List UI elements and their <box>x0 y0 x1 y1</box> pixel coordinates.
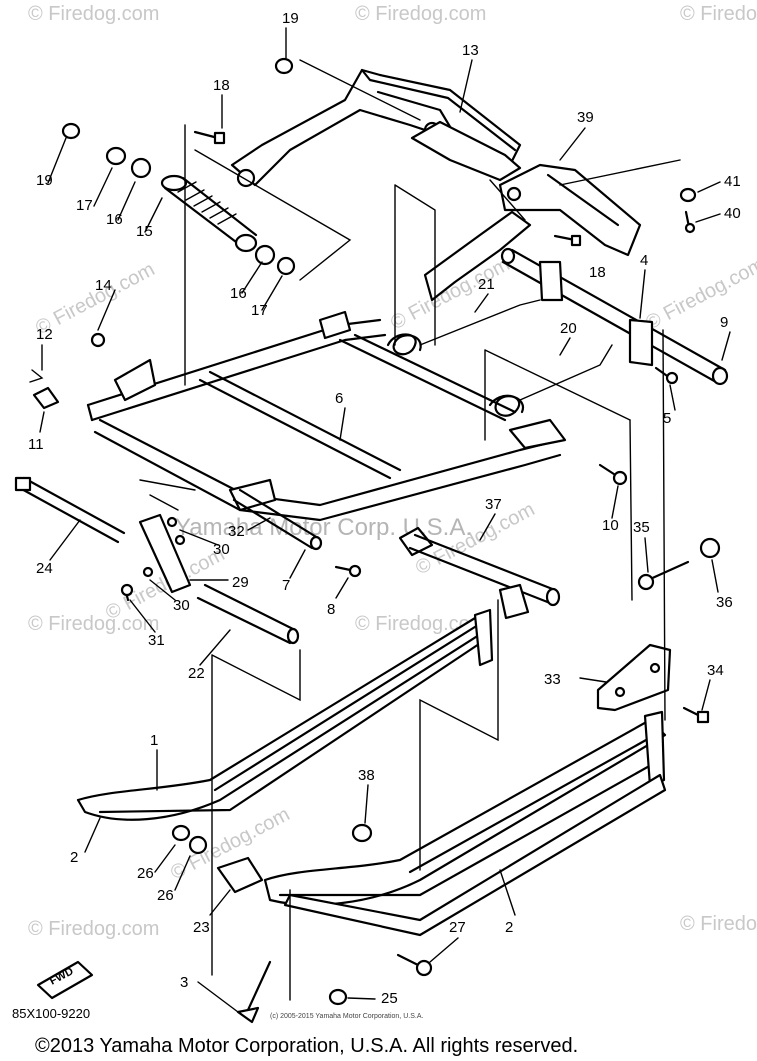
callout-20: 20 <box>560 320 577 337</box>
nuts-26 <box>171 824 208 855</box>
bolts-misc <box>90 332 679 602</box>
callout-16: 16 <box>230 285 247 302</box>
tube-22 <box>196 583 300 645</box>
callout-26: 26 <box>157 887 174 904</box>
upper-arm-13 <box>230 68 522 188</box>
callout-16: 16 <box>106 211 123 228</box>
callout-36: 36 <box>716 594 733 611</box>
small-copyright: (c) 2005-2015 Yamaha Motor Corporation, … <box>270 1013 423 1020</box>
callout-14: 14 <box>95 277 112 294</box>
callout-4: 4 <box>640 252 648 269</box>
callout-41: 41 <box>724 173 741 190</box>
shaft-9 <box>500 247 729 386</box>
callout-11: 11 <box>28 436 44 453</box>
callout-13: 13 <box>462 42 479 59</box>
shaft-7 <box>232 488 323 551</box>
callout-18: 18 <box>213 77 230 94</box>
callout-23: 23 <box>193 919 210 936</box>
slide-rail-left <box>76 608 494 821</box>
main-frame-6 <box>86 310 567 522</box>
callout-17: 17 <box>76 197 93 214</box>
callout-9: 9 <box>720 314 728 331</box>
watermark-firedog: © Firedog.com <box>680 3 757 25</box>
bolt-34 <box>682 706 710 724</box>
screw-3 <box>236 960 272 1024</box>
nut-36 <box>699 537 721 559</box>
callout-27: 27 <box>449 919 466 936</box>
callout-18: 18 <box>589 264 606 281</box>
bumper-23 <box>216 856 264 894</box>
watermark-firedog: © Firedog.com <box>680 913 757 935</box>
nut-38 <box>351 823 373 843</box>
callout-31: 31 <box>148 632 165 649</box>
callout-19: 19 <box>36 172 53 189</box>
clip-12 <box>29 369 44 383</box>
callout-3: 3 <box>180 974 188 991</box>
callout-33: 33 <box>544 671 561 688</box>
callout-6: 6 <box>335 390 343 407</box>
callout-10: 10 <box>602 517 619 534</box>
callout-40: 40 <box>724 205 741 222</box>
watermark-firedog: © Firedog.com <box>28 918 159 940</box>
bolt-40-41 <box>679 187 697 234</box>
watermark-firedog: © Firedog.com <box>355 613 486 635</box>
diagram-code: 85X100-9220 <box>12 1006 90 1021</box>
callout-2: 2 <box>505 919 513 936</box>
leader-lines <box>139 59 681 1001</box>
watermark-firedog: © Firedog.com <box>28 3 159 25</box>
bracket-29 <box>138 513 192 594</box>
callout-15: 15 <box>136 223 153 240</box>
callout-38: 38 <box>358 767 375 784</box>
callout-24: 24 <box>36 560 53 577</box>
callout-leaders <box>39 27 731 1013</box>
callout-7: 7 <box>282 577 290 594</box>
fwd-badge: FWD <box>36 960 94 1000</box>
springs <box>386 299 613 417</box>
nut-25 <box>328 988 348 1006</box>
callout-19: 19 <box>282 10 299 27</box>
bolts-18 <box>193 130 582 247</box>
callout-30: 30 <box>173 597 190 614</box>
callout-39: 39 <box>577 109 594 126</box>
callout-34: 34 <box>707 662 724 679</box>
footer-copyright: ©2013 Yamaha Motor Corporation, U.S.A. A… <box>35 1035 578 1057</box>
callout-2: 2 <box>70 849 78 866</box>
bushings <box>61 57 296 276</box>
callout-35: 35 <box>633 519 650 536</box>
bracket-33 <box>596 643 672 712</box>
callout-32: 32 <box>228 523 245 540</box>
callout-26: 26 <box>137 865 154 882</box>
watermark-firedog: © Firedog.com <box>28 613 159 635</box>
callout-21: 21 <box>478 276 495 293</box>
pin-11 <box>32 386 60 410</box>
bolt-35 <box>637 560 690 591</box>
watermark-firedog: © Firedog.com <box>642 253 757 334</box>
arm-39 <box>423 163 642 302</box>
callout-37: 37 <box>485 496 502 513</box>
callout-5: 5 <box>663 410 671 427</box>
rod-24 <box>14 476 126 544</box>
callout-25: 25 <box>381 990 398 1007</box>
callout-22: 22 <box>188 665 205 682</box>
bolt-27 <box>396 953 433 977</box>
shock-absorber-15 <box>160 174 258 253</box>
callout-numbers: 1 2 2 3 4 5 6 7 8 9 10 11 12 13 14 15 16… <box>28 10 741 1007</box>
shaft-37 <box>398 526 561 620</box>
callout-29: 29 <box>232 574 249 591</box>
callout-8: 8 <box>327 601 335 618</box>
callout-1: 1 <box>150 732 158 749</box>
callout-12: 12 <box>36 326 53 343</box>
watermark-firedog: © Firedog.com <box>355 3 486 25</box>
